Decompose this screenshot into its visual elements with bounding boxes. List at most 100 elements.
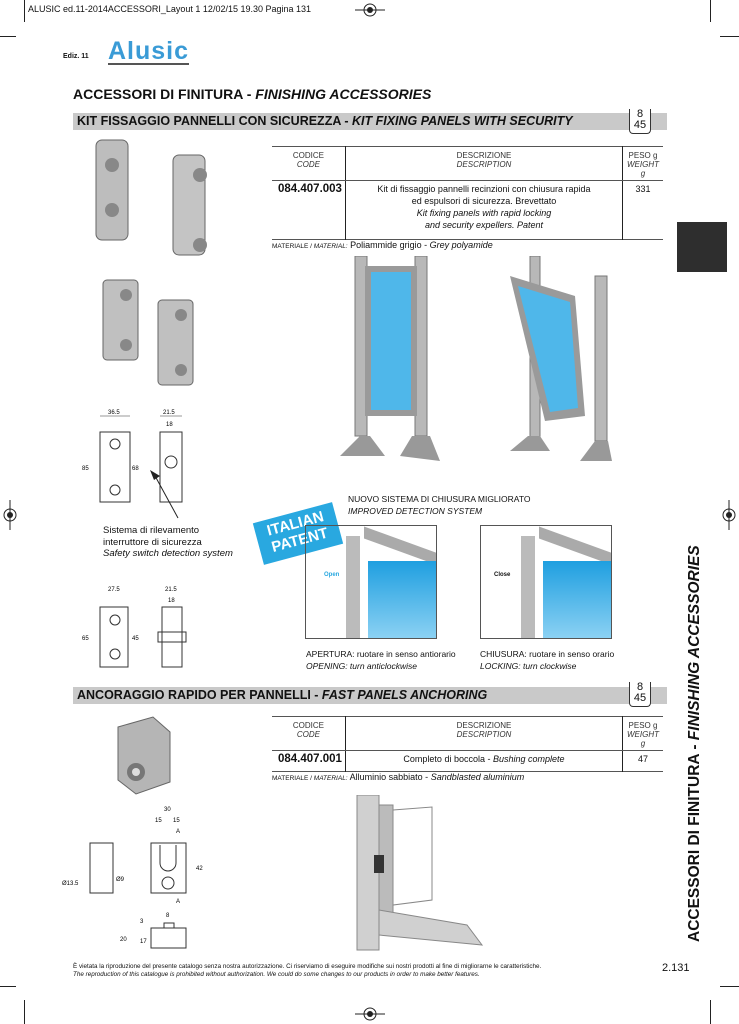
col-weight-it: PESO g	[628, 151, 658, 160]
open-label: Open	[324, 572, 340, 578]
alusic-logo: Alusic	[108, 37, 190, 65]
detection-heading: NUOVO SISTEMA DI CHIUSURA MIGLIORATO IMPR…	[348, 493, 530, 517]
col-weight-en: WEIGHT g	[627, 160, 659, 178]
detection-en: IMPROVED DETECTION SYSTEM	[348, 506, 483, 516]
col-code-it: CODICE	[292, 151, 325, 160]
material-en: Grey polyamide	[429, 240, 493, 250]
desc-it: ed espulsori di sicurezza. Brevettato	[411, 196, 557, 206]
section-title-en: FAST PANELS ANCHORING	[321, 688, 488, 702]
crop-mark	[24, 0, 25, 22]
product-weight: 47	[637, 754, 648, 764]
dim-label: 3	[140, 919, 144, 925]
material-label-en: MATERIAL:	[313, 775, 348, 782]
registration-mark-icon	[355, 3, 385, 17]
material-it: Alluminio sabbiato -	[349, 772, 431, 782]
dim-label: A	[176, 829, 180, 835]
crop-mark	[0, 36, 16, 37]
col-weight-it: PESO g	[628, 721, 658, 730]
section-bar-fast-anchoring: ANCORAGGIO RAPIDO PER PANNELLI - FAST PA…	[73, 687, 667, 704]
crop-mark	[710, 0, 711, 22]
dim-label: 17	[140, 939, 147, 945]
crop-mark	[720, 986, 739, 987]
product-photo-anchor	[117, 716, 171, 795]
anchoring-assembly-render	[356, 795, 484, 951]
dim-label: 20	[120, 937, 127, 943]
desc-en: and security expellers. Patent	[424, 220, 544, 230]
open-illustration: Open	[305, 525, 437, 639]
edition-label: Ediz. 11	[63, 53, 89, 60]
material-label: MATERIALE /	[272, 775, 314, 782]
dim-label: Ø9	[116, 877, 125, 883]
material-it: Poliammide grigio -	[350, 240, 430, 250]
crop-mark	[720, 36, 739, 37]
registration-mark-icon	[722, 500, 736, 530]
material-line-2: MATERIALE / MATERIAL: Alluminio sabbiato…	[272, 772, 524, 782]
col-desc-en: DESCRIPTION	[456, 730, 512, 739]
product-photo-kit	[95, 139, 207, 386]
caption-en: : turn anticlockwise	[345, 661, 418, 671]
dim-label: 18	[166, 422, 173, 428]
product-code: 084.407.001	[272, 750, 346, 772]
crop-mark	[24, 1000, 25, 1024]
badge-top: 8	[636, 108, 644, 120]
crop-mark	[710, 1000, 711, 1024]
dim-label: 42	[196, 866, 203, 872]
col-desc-it: DESCRIZIONE	[456, 721, 512, 730]
side-title-it: ACCESSORI DI FINITURA -	[686, 740, 703, 942]
table-row: 084.407.003 Kit di fissaggio pannelli re…	[272, 180, 663, 240]
caption-en: Safety switch detection system	[103, 548, 233, 559]
material-label-en: MATERIAL:	[313, 243, 348, 250]
col-desc-en: DESCRIPTION	[456, 160, 512, 169]
dim-label: 18	[168, 598, 175, 604]
dim-label: 85	[82, 466, 89, 472]
close-illustration: Close	[480, 525, 612, 639]
footer-disclaimer: È vietata la riproduzione del presente c…	[73, 963, 643, 979]
desc-it: Completo di boccola -	[403, 754, 493, 764]
technical-drawing-3: 30 15 15 A A 42 Ø9 Ø13.5 8 3 20 17	[62, 807, 203, 949]
dim-label: 21.5	[165, 587, 177, 593]
detection-it: NUOVO SISTEMA DI CHIUSURA MIGLIORATO	[348, 494, 531, 504]
material-label: MATERIALE /	[272, 243, 314, 250]
dim-label: 65	[82, 636, 89, 642]
caption-it: : ruotare in senso orario	[524, 649, 615, 659]
section-title-it: KIT FISSAGGIO PANNELLI CON SICUREZZA -	[77, 114, 352, 128]
col-desc-it: DESCRIZIONE	[456, 151, 512, 160]
page-title: ACCESSORI DI FINITURA - FINISHING ACCESS…	[73, 86, 431, 102]
registration-mark-icon	[3, 500, 17, 530]
col-code-it: CODICE	[292, 721, 325, 730]
caption-en: : turn clockwise	[518, 661, 577, 671]
dim-label: 36.5	[108, 410, 120, 416]
footer-it: È vietata la riproduzione del presente c…	[73, 963, 542, 970]
registration-mark-icon	[355, 1007, 385, 1021]
side-title: ACCESSORI DI FINITURA - FINISHING ACCESS…	[686, 545, 704, 942]
dim-label: 45	[132, 636, 139, 642]
arrow-pointer	[150, 470, 179, 519]
desc-it: Kit di fissaggio pannelli recinzioni con…	[377, 184, 591, 194]
desc-en: Kit fixing panels with rapid locking	[416, 208, 552, 218]
col-code-en: CODE	[296, 730, 321, 739]
material-line-1: MATERIALE / MATERIAL: Poliammide grigio …	[272, 240, 493, 250]
badge-bottom: 45	[633, 692, 647, 704]
page-number: 2.131	[662, 962, 690, 974]
section-title-en: KIT FIXING PANELS WITH SECURITY	[352, 114, 573, 128]
page-title-en: FINISHING ACCESSORIES	[255, 86, 432, 102]
close-label: Close	[494, 572, 511, 578]
technical-drawing-1: 36.5 21.5 18 85 68	[82, 410, 183, 503]
caption-it: APERTURA	[306, 649, 353, 659]
product-weight: 331	[635, 184, 651, 194]
dim-label: 8	[166, 913, 170, 919]
section-title-it: ANCORAGGIO RAPIDO PER PANNELLI -	[77, 688, 322, 702]
side-title-en: FINISHING ACCESSORIES	[686, 545, 703, 741]
product-code: 084.407.003	[272, 180, 346, 240]
dim-label: 30	[164, 807, 171, 813]
caption-it: : ruotare in senso antiorario	[352, 649, 456, 659]
desc-en: Bushing complete	[492, 754, 565, 764]
